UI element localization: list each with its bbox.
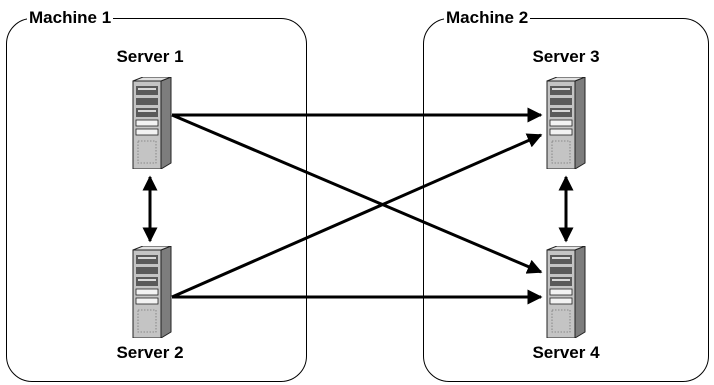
machine-2-box: Machine 2: [423, 8, 709, 382]
server-4-label: Server 4: [532, 343, 600, 362]
connection-server-2-to-server-3: [171, 133, 543, 299]
server-tower-icon: [132, 77, 172, 169]
server-tower-icon: [546, 77, 586, 169]
server-2-label: Server 2: [116, 343, 184, 362]
server-tower-icon: [132, 246, 172, 338]
connection-server-1-to-server-4: [171, 113, 543, 274]
server-1-label: Server 1: [116, 47, 184, 66]
server-tower-icon: [546, 246, 586, 338]
server-3-label: Server 3: [532, 47, 600, 66]
machine-1-title: Machine 1: [27, 8, 114, 28]
machine-2-title: Machine 2: [444, 8, 531, 28]
machine-1-box: Machine 1: [6, 8, 307, 382]
